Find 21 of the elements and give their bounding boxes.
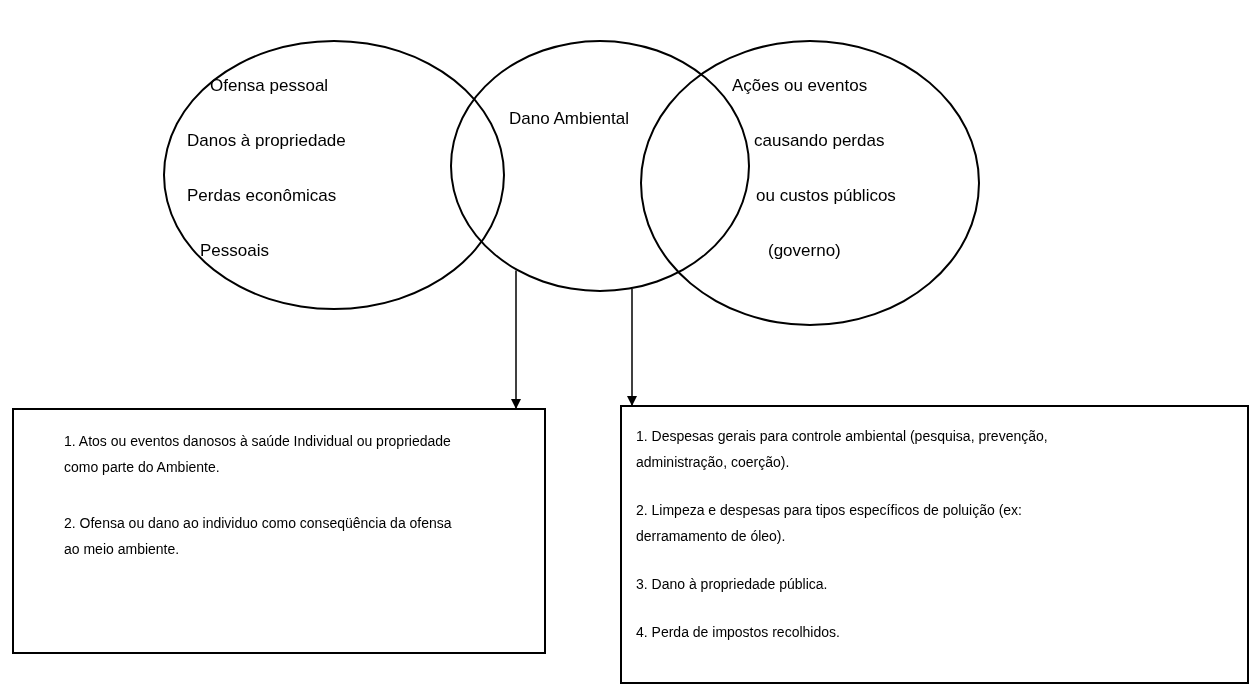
arrow — [511, 269, 521, 409]
text-box — [12, 408, 546, 654]
ellipse-text: (governo) — [768, 240, 841, 262]
ellipse-text: causando perdas — [754, 130, 885, 152]
arrow — [627, 288, 637, 406]
list-item: 3. Dano à propriedade pública. — [636, 575, 829, 594]
list-item: 1. Atos ou eventos danosos à saúde Individual ou propriedade como parte do Ambiente. — [64, 432, 452, 477]
ellipse-text: Danos à propriedade — [187, 130, 346, 152]
text-box — [620, 405, 1249, 684]
ellipse-text: Pessoais — [200, 240, 269, 262]
ellipse — [163, 40, 505, 310]
ellipse-text: Dano Ambiental — [509, 108, 630, 130]
ellipse — [640, 40, 980, 326]
list-item: 2. Ofensa ou dano ao individuo como conseqüência da ofensa ao meio ambiente. — [64, 514, 453, 559]
list-item: 4. Perda de impostos recolhidos. — [636, 623, 841, 642]
list-item: 2. Limpeza e despesas para tipos específicos de poluição (ex: derramamento de óleo). — [636, 501, 1023, 546]
ellipse-text: ou custos públicos — [756, 185, 896, 207]
ellipse-text: Perdas econômicas — [187, 185, 337, 207]
ellipse-text: Ofensa pessoal — [210, 75, 329, 97]
ellipse-text: Ações ou eventos — [732, 75, 868, 97]
list-item: 1. Despesas gerais para controle ambiental (pesquisa, prevenção, administração, coerção). — [636, 427, 1049, 472]
